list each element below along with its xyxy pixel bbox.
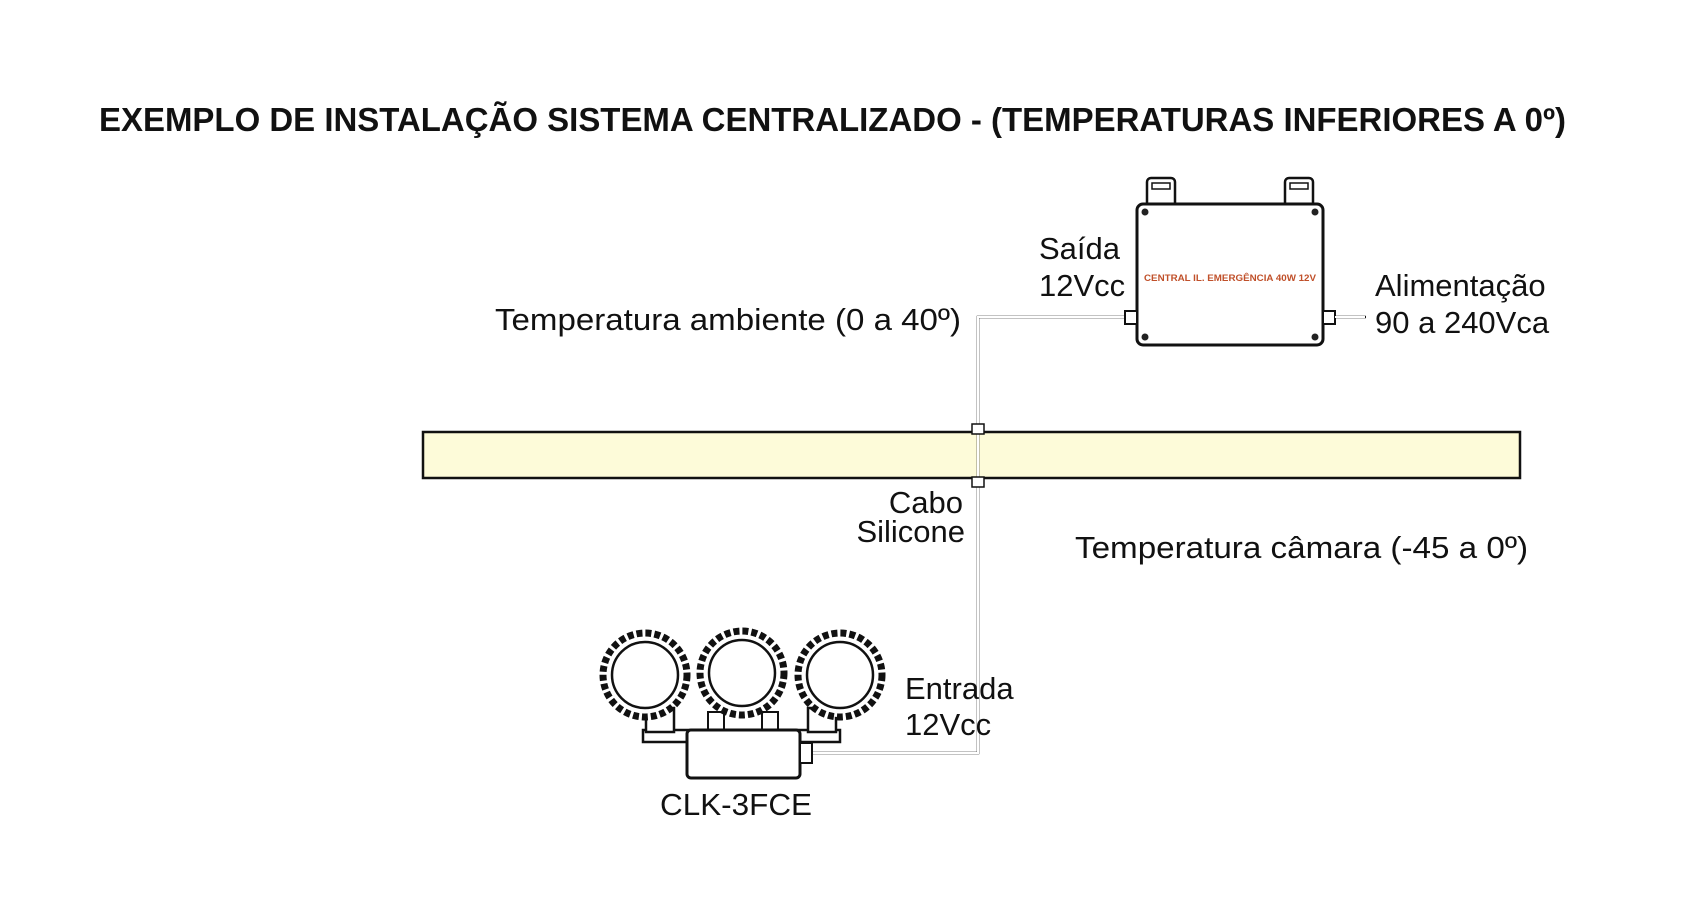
fixture-model-label: CLK-3FCE (660, 787, 812, 822)
power-label: Alimentação (1375, 268, 1546, 303)
lamp-head-left (599, 629, 691, 721)
lamp-head-right (794, 629, 886, 721)
ambient-temperature-label: Temperatura ambiente (0 a 40º) (495, 302, 961, 337)
diagram-title: EXEMPLO DE INSTALAÇÃO SISTEMA CENTRALIZA… (99, 101, 1566, 138)
cable-label: Cabo (889, 485, 963, 520)
lamp-head-center (696, 627, 788, 719)
wall-separator-band (421, 430, 1522, 480)
input-voltage-label: 12Vcc (905, 707, 991, 742)
output-voltage-label: 12Vcc (1039, 268, 1125, 303)
clk-3fce-fixture (599, 627, 886, 780)
central-emergency-unit: CENTRAL IL. EMERGÊNCIA 40W 12V (1124, 176, 1366, 347)
cable-type-label: Silicone (856, 514, 965, 549)
power-voltage-label: 90 a 240Vca (1375, 305, 1550, 340)
chamber-temperature-label: Temperatura câmara (-45 a 0º) (1075, 530, 1528, 565)
silicone-cable (810, 315, 1133, 755)
output-label: Saída (1039, 231, 1121, 266)
central-unit-label: CENTRAL IL. EMERGÊNCIA 40W 12V (1144, 272, 1316, 283)
input-label: Entrada (905, 671, 1014, 706)
